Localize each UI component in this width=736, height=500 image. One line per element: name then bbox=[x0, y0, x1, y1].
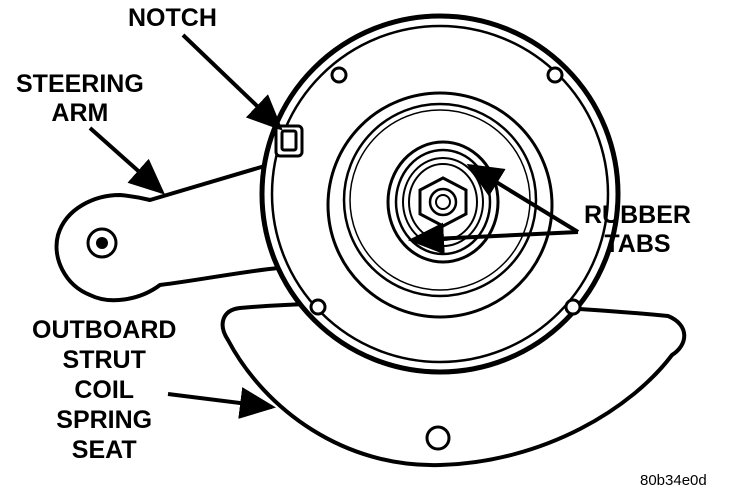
leader-arrows bbox=[88, 33, 580, 419]
isolator-assembly bbox=[386, 140, 500, 264]
steering-arm bbox=[54, 163, 280, 303]
label-notch: NOTCH bbox=[128, 4, 217, 32]
spring-seat bbox=[220, 300, 687, 468]
notch bbox=[274, 124, 304, 158]
figure-code: 80b34e0d bbox=[640, 472, 707, 489]
mounting-holes bbox=[309, 66, 582, 316]
label-steering-arm: STEERING ARM bbox=[16, 70, 144, 127]
label-rubber-tabs: RUBBER TABS bbox=[584, 201, 691, 258]
label-spring-seat: OUTBOARD STRUT COIL SPRING SEAT bbox=[32, 316, 177, 464]
